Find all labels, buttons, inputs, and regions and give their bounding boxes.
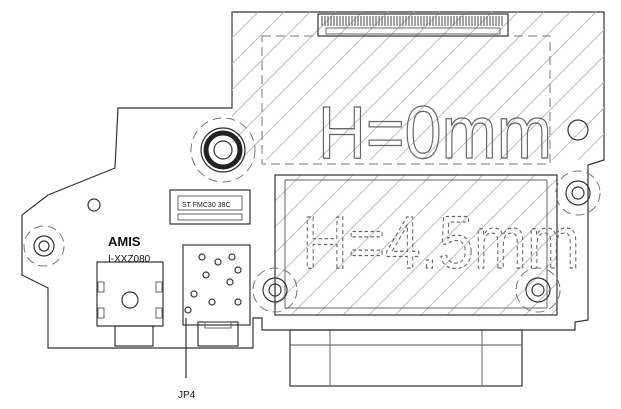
hatch-line: [394, 175, 536, 315]
bottom-connector-body: [289, 329, 523, 387]
hatch-line: [421, 12, 571, 160]
hatch-line: [525, 81, 604, 160]
zone-upper-hatch: [232, 12, 604, 160]
jp4-label: JP4: [178, 390, 196, 401]
hatch-line: [316, 175, 458, 315]
hatch-line: [232, 12, 311, 91]
hatch-line: [499, 55, 604, 160]
hatch-line: [275, 175, 406, 306]
audio-jack-left: [96, 261, 164, 347]
hatch-line: [232, 12, 285, 65]
svg-text:ST FMC30 38C: ST FMC30 38C: [182, 202, 231, 209]
hatch-line: [317, 12, 467, 160]
zone-lower-label: H=4.5mm: [302, 201, 580, 284]
hatch-line: [290, 175, 432, 315]
hatch-line: [369, 12, 519, 160]
hatch-line: [239, 12, 389, 160]
board-outline: [21, 11, 605, 349]
hatch-line: [342, 175, 484, 315]
hatch-line: [368, 175, 510, 315]
mounting-hole-bottom-right: [515, 267, 561, 313]
silkscreen-code: I-XXZ080: [108, 254, 151, 265]
hatch-line: [275, 175, 380, 280]
mounting-hole-right-middle: [555, 170, 601, 216]
hatch-line: [446, 204, 557, 315]
mounting-hole-left: [23, 225, 65, 267]
hatch-line: [551, 107, 604, 160]
zone-lower-inner: [284, 179, 548, 309]
top-edge-connector: [317, 13, 509, 37]
hatch-line: [275, 175, 328, 228]
hatch-line: [524, 282, 557, 315]
hatch-line: [291, 12, 441, 160]
mounting-hole-center: [190, 117, 256, 183]
zone-lower-hatch: [275, 175, 557, 315]
hatch-line: [472, 230, 557, 315]
hatch-line: [275, 175, 354, 254]
fpc-connector: ST FMC30 38C: [169, 189, 251, 225]
mounting-hole-bottom-left: [252, 267, 298, 313]
zone-lower-frame: [274, 174, 558, 316]
hatch-line: [343, 12, 493, 160]
small-hole: [87, 198, 101, 212]
zone-upper-label: H=0mm: [318, 91, 552, 174]
hatch-line: [232, 12, 259, 39]
audio-jack-right: [182, 244, 251, 347]
hatch-line: [447, 12, 597, 160]
hatch-line: [265, 12, 415, 160]
hatch-line: [498, 256, 557, 315]
silkscreen-brand: AMIS: [108, 234, 141, 249]
mounting-hole-right-upper: [567, 119, 589, 141]
hatch-line: [395, 12, 545, 160]
hatch-line: [420, 178, 557, 315]
hatch-line: [275, 175, 302, 202]
hatch-line: [232, 12, 337, 117]
hatch-line: [577, 133, 604, 160]
hatch-line: [473, 29, 604, 160]
